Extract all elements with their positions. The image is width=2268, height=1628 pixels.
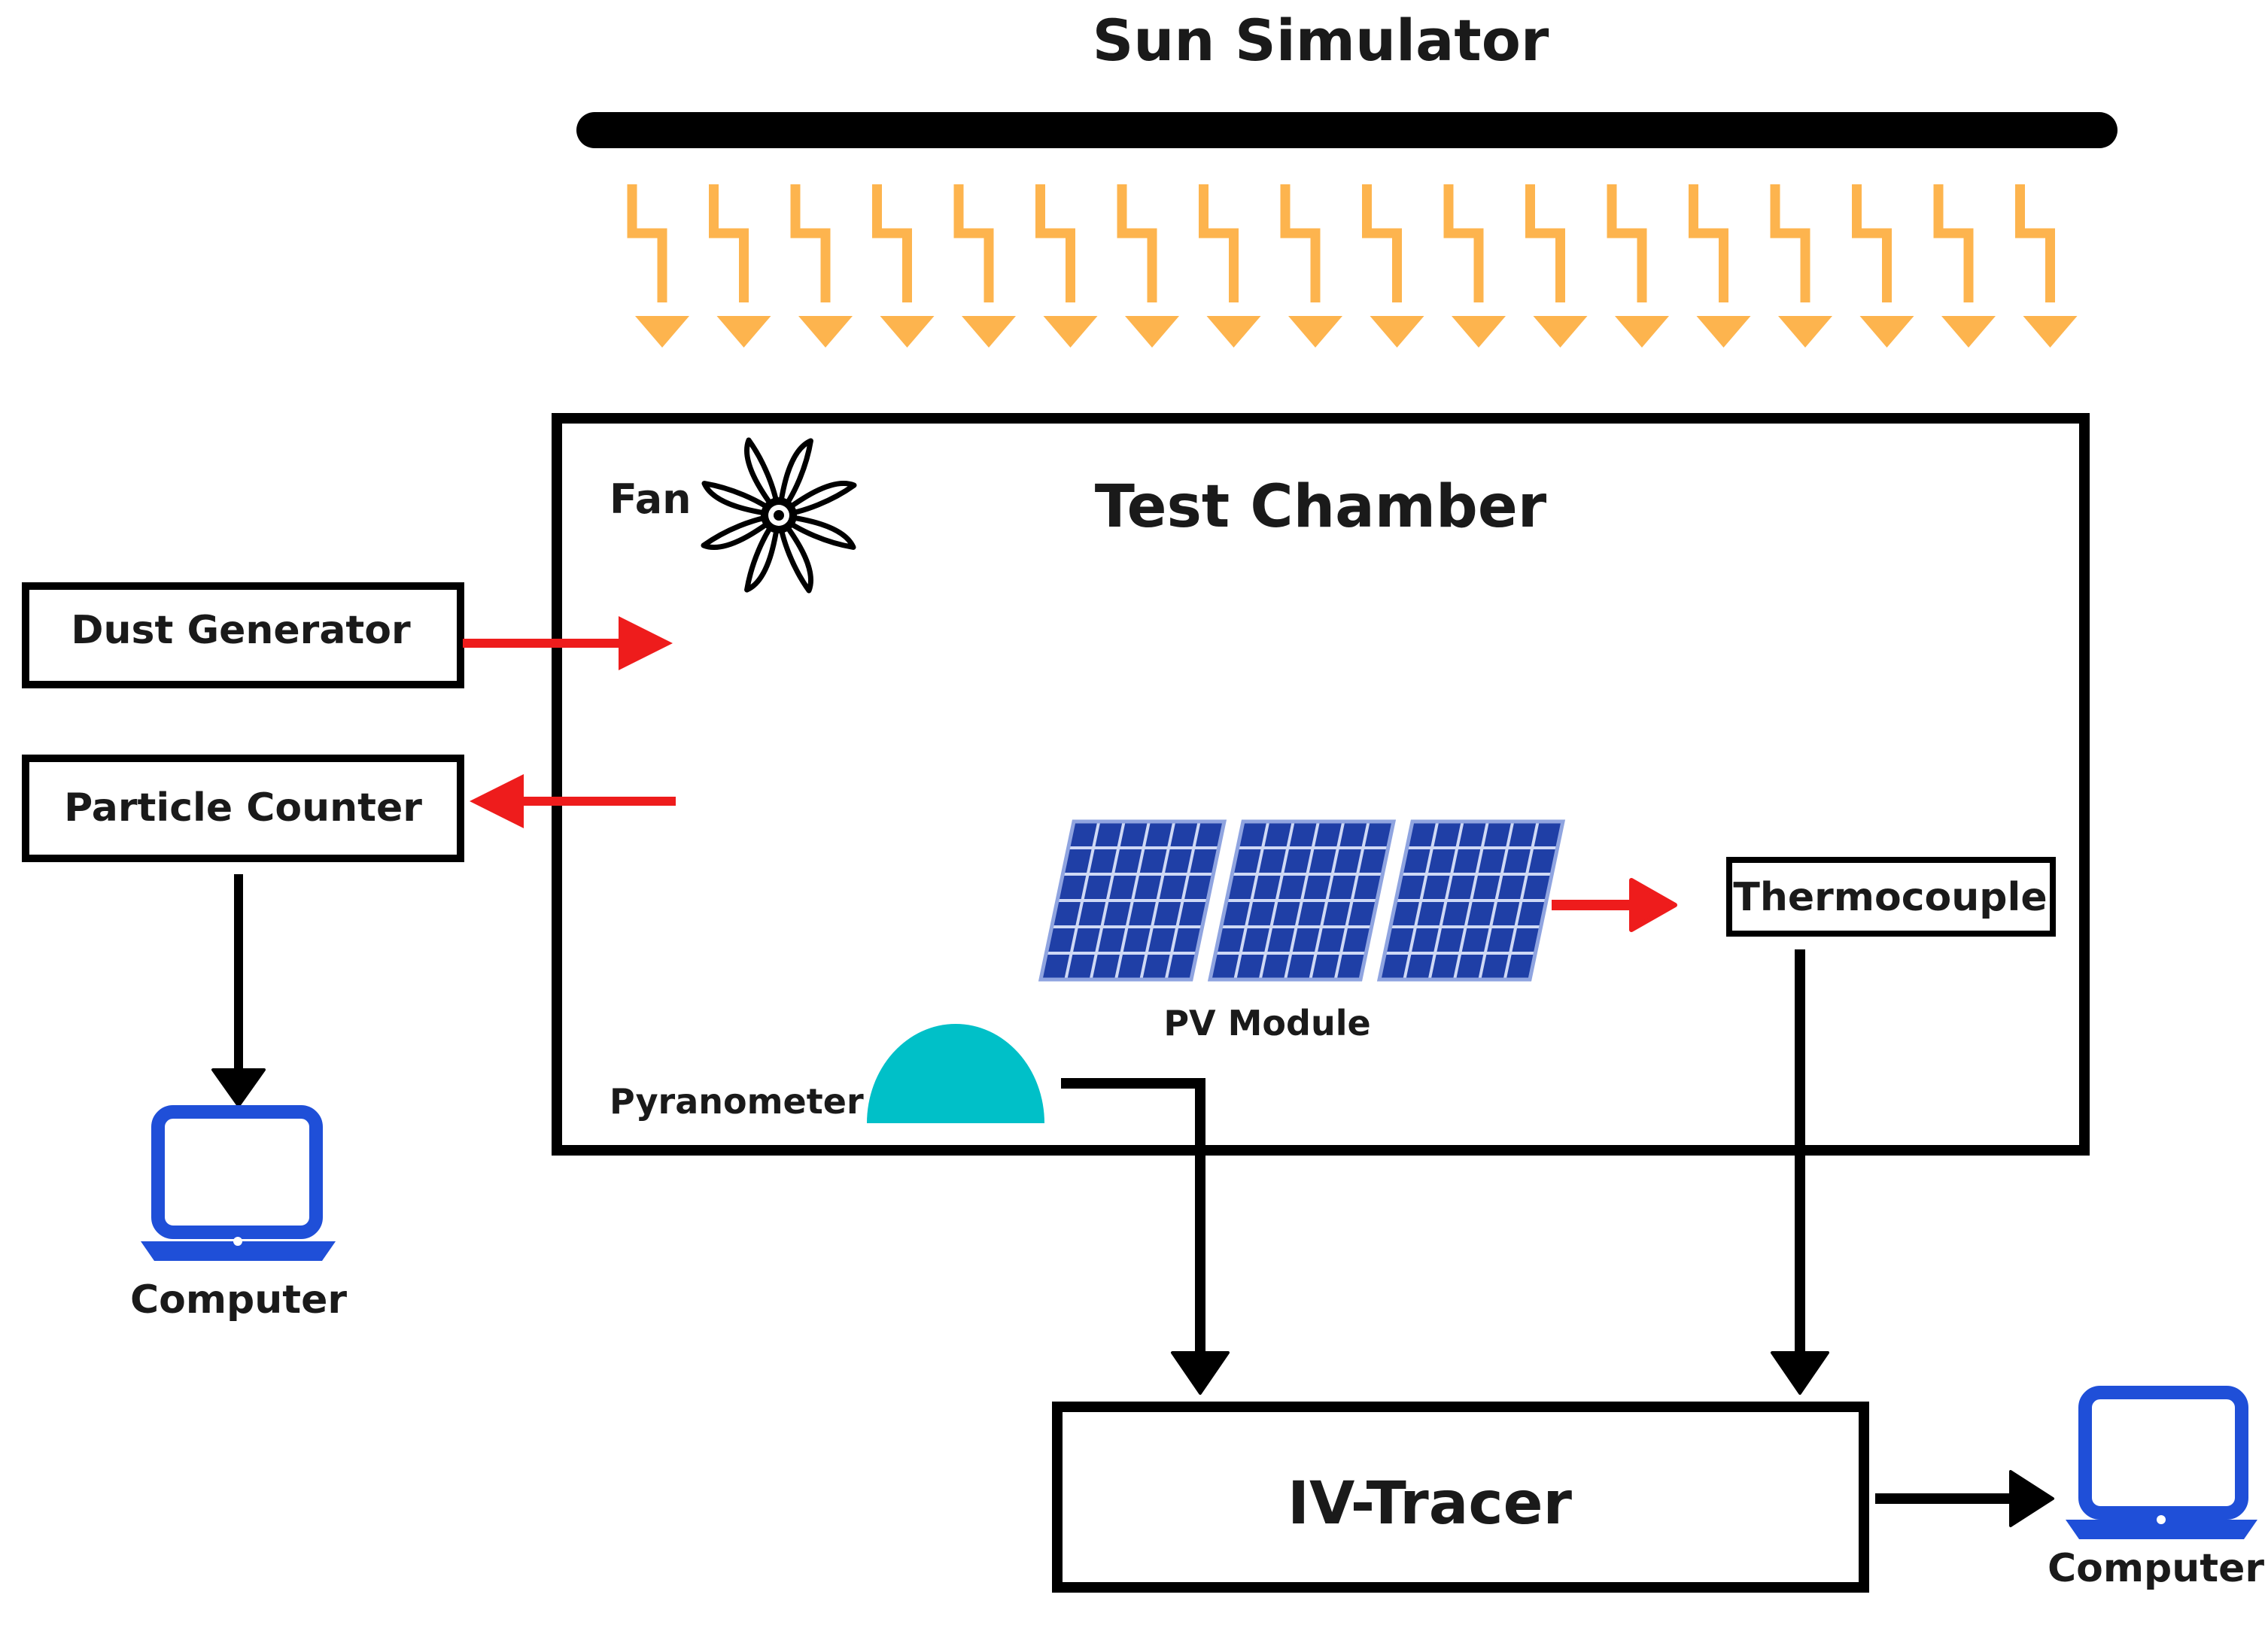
sun-ray <box>627 184 689 348</box>
laptop-icon <box>2066 1386 2257 1539</box>
test-chamber-box <box>552 413 2090 1156</box>
sun-ray <box>1770 184 1832 348</box>
test-chamber-label: Test Chamber <box>1095 473 1547 541</box>
fan-blade <box>776 438 813 518</box>
solar-panel-icon <box>1376 819 1566 982</box>
sun-rays <box>627 184 2078 348</box>
sun-ray <box>1689 184 1751 348</box>
solar-panel-icon <box>1038 819 1227 982</box>
fan-blade <box>744 512 782 593</box>
particle-counter-box <box>22 755 464 862</box>
thermocouple-to-iv-arrowhead <box>1771 1351 1829 1395</box>
fan-label: Fan <box>610 475 692 523</box>
solar-panel-icon <box>1207 819 1397 982</box>
sun-ray <box>872 184 935 348</box>
pv-module-array <box>1038 819 1566 982</box>
sun-ray <box>2015 184 2078 348</box>
fan-blade <box>776 481 857 518</box>
pv-module-label: PV Module <box>1163 1003 1370 1043</box>
sun-ray <box>790 184 853 348</box>
particle-counter-label: Particle Counter <box>64 785 422 831</box>
sun-ray <box>1852 184 1914 348</box>
computer-right-label: Computer <box>2048 1546 2264 1591</box>
particle-to-computer-arrowhead <box>211 1068 266 1107</box>
fan-blade <box>744 437 782 518</box>
dust-generator-label: Dust Generator <box>71 608 411 653</box>
pyranometer-to-iv-line <box>1061 1078 1205 1358</box>
pv-to-thermocouple-arrowhead <box>1629 878 1677 932</box>
computer-left-label: Computer <box>130 1277 347 1323</box>
iv-to-computer-arrowhead <box>2009 1470 2054 1527</box>
sun-ray <box>709 184 771 348</box>
sun-simulator-title: Sun Simulator <box>1093 7 1549 74</box>
sun-ray <box>1199 184 1261 348</box>
thermocouple-box <box>1726 857 2056 937</box>
sun-ray <box>1362 184 1424 348</box>
sun-ray <box>1280 184 1342 348</box>
dust-generator-box <box>22 582 464 688</box>
fan-icon <box>701 437 857 594</box>
laptop-icon <box>141 1105 336 1261</box>
dome-sensor-icon <box>867 1024 1044 1123</box>
fan-blade <box>701 512 782 550</box>
iv-tracer-label: IV-Tracer <box>1288 1470 1572 1538</box>
sun-ray <box>1933 184 1996 348</box>
sun-ray <box>1117 184 1179 348</box>
sun-ray <box>1035 184 1098 348</box>
sun-ray <box>953 184 1016 348</box>
iv-tracer-box <box>1052 1402 1869 1593</box>
fan-blade <box>776 512 813 594</box>
pyranometer-label: Pyranometer <box>610 1081 864 1122</box>
fan-blade <box>776 512 856 550</box>
sun-ray <box>1443 184 1506 348</box>
pyranometer-to-iv-arrowhead <box>1171 1351 1230 1395</box>
sun-ray <box>1607 184 1669 348</box>
thermocouple-label: Thermocouple <box>1733 875 2047 920</box>
fan-blade <box>701 481 782 518</box>
sun-ray <box>1525 184 1588 348</box>
